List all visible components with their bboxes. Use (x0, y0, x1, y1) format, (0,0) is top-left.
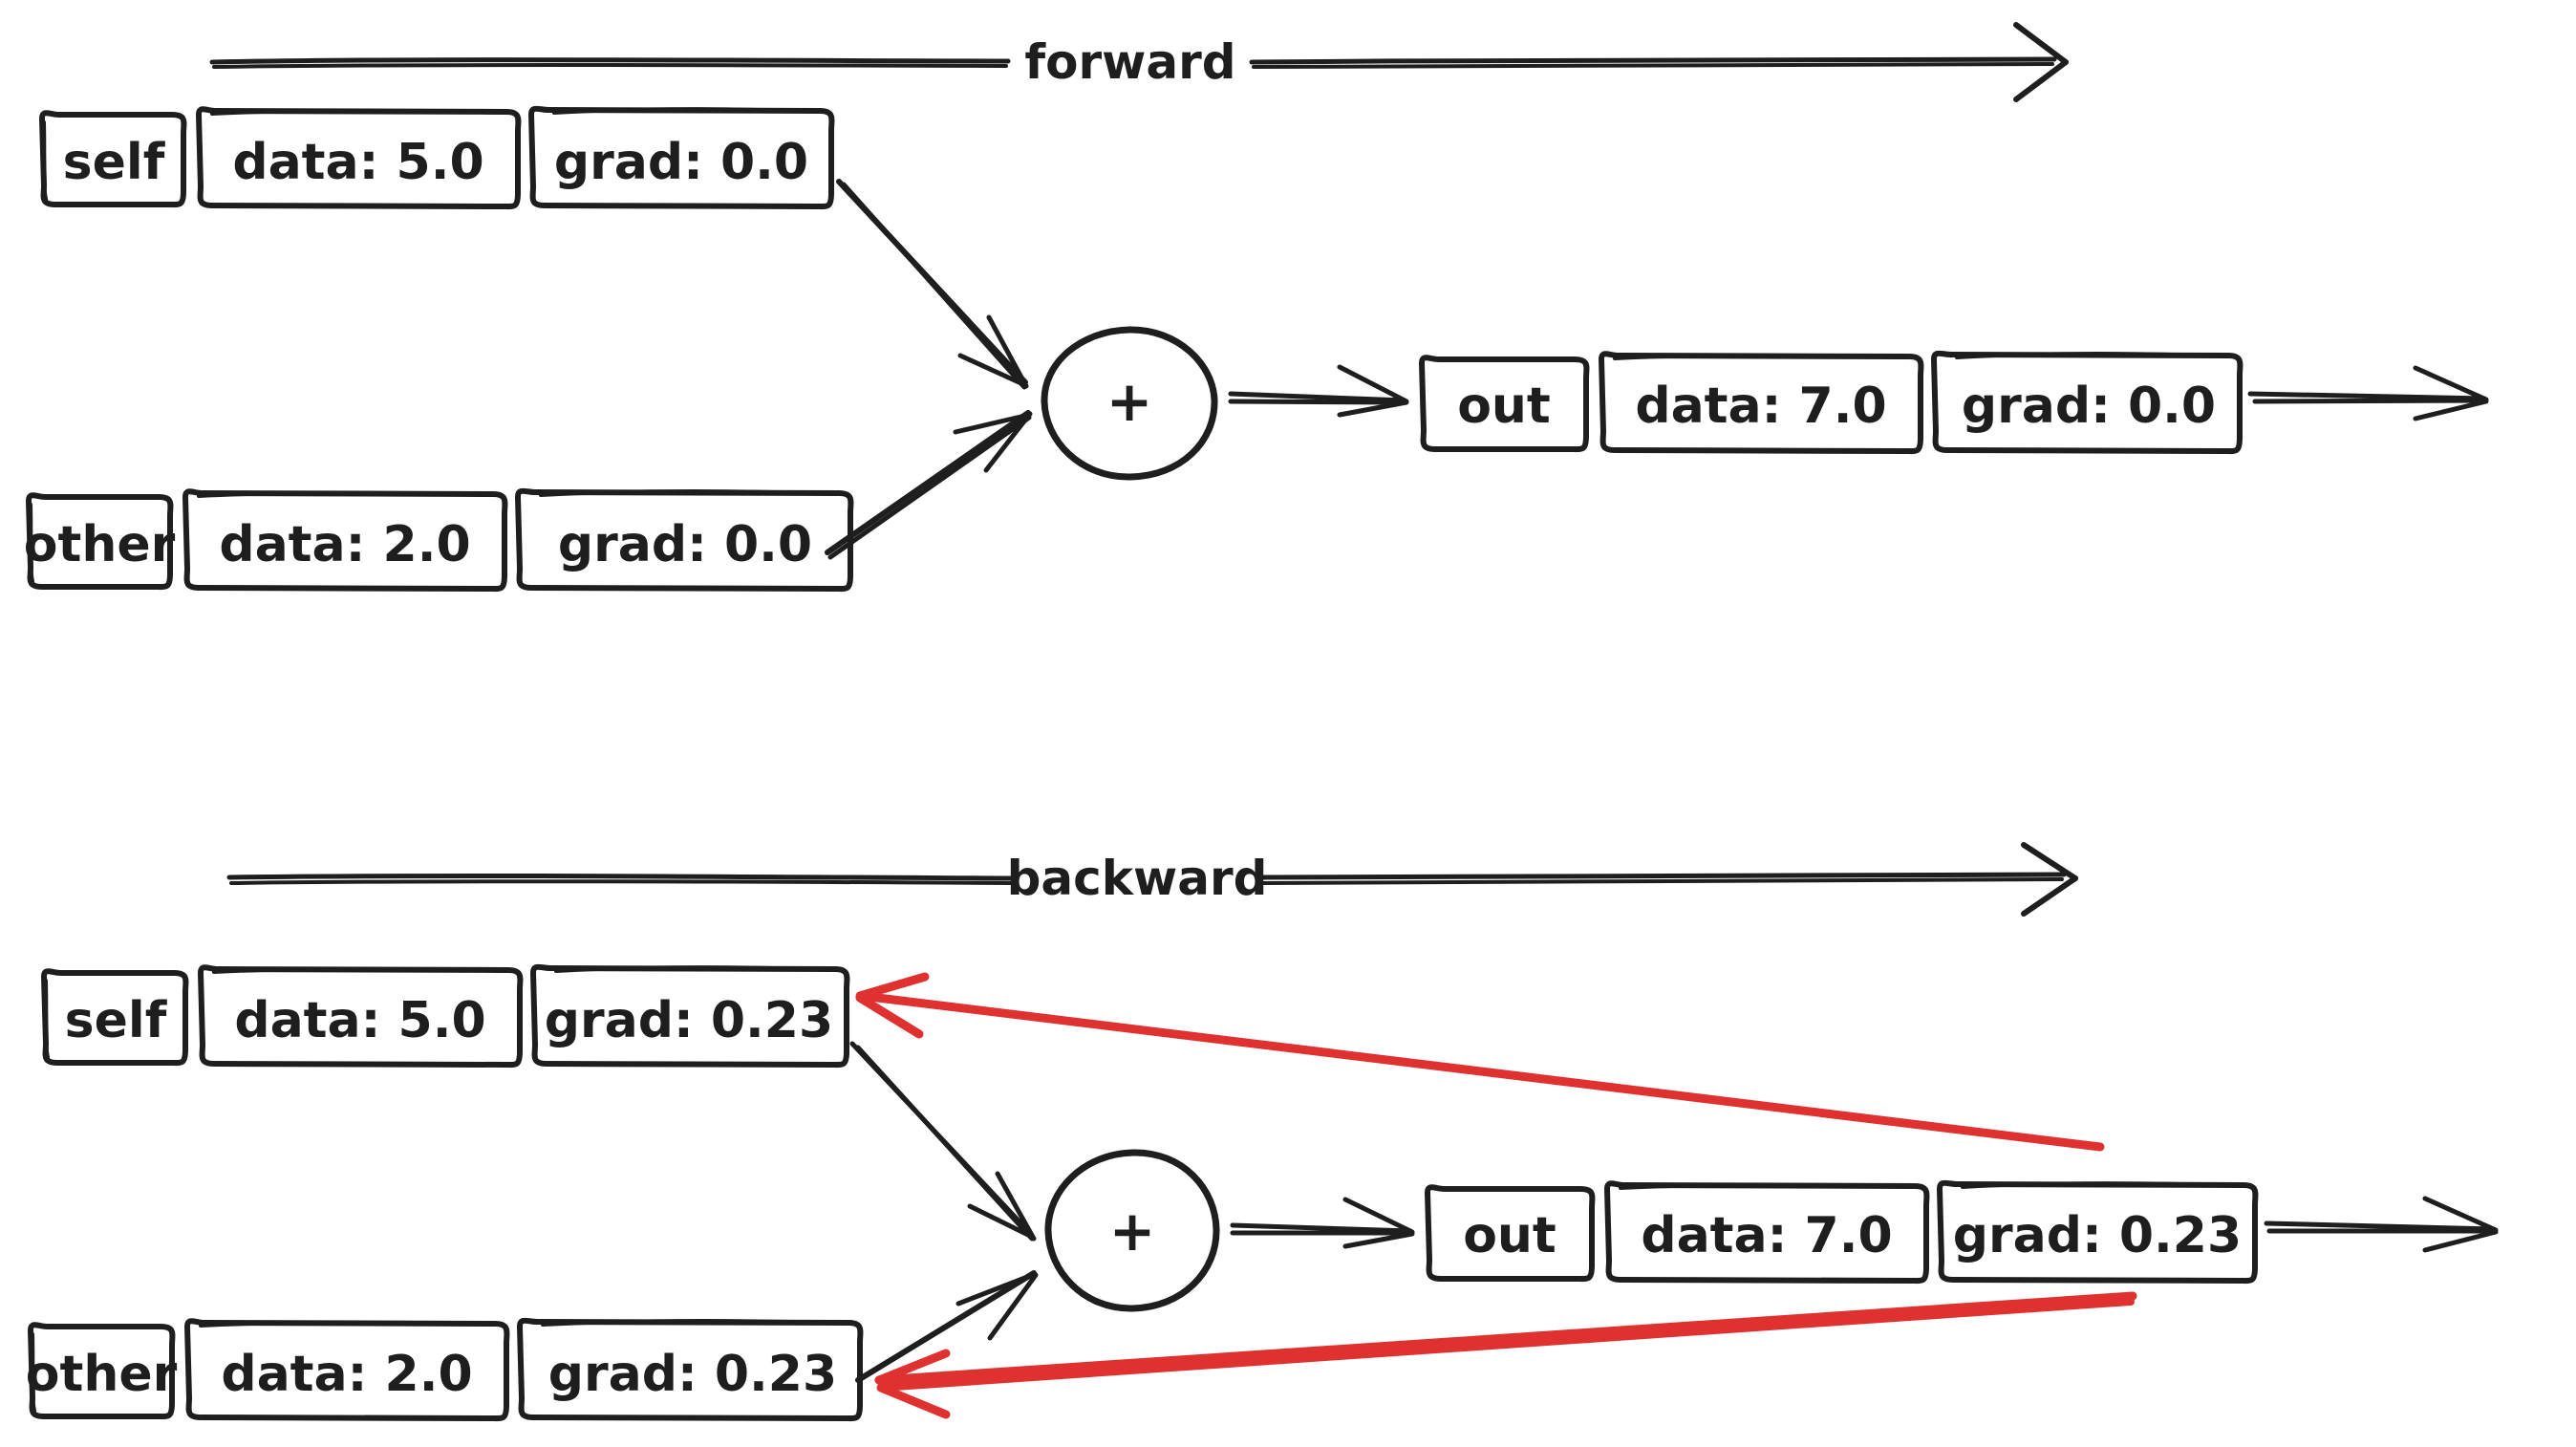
forward-flow-arrow (209, 22, 2069, 102)
backward-other-data: data: 2.0 (221, 1346, 472, 1403)
forward-flow-label: forward (1024, 34, 1235, 90)
backward-out-data: data: 7.0 (1641, 1207, 1892, 1264)
gradient-arrow-out-to-self (855, 972, 2105, 1152)
backward-other-grad: grad: 0.23 (548, 1346, 837, 1403)
backward-other-node: other data: 2.0 grad: 0.23 (26, 1317, 864, 1422)
backward-self-node: self data: 5.0 grad: 0.23 (41, 963, 850, 1069)
forward-other-grad: grad: 0.0 (558, 516, 812, 573)
forward-out-node: out data: 7.0 grad: 0.0 (1419, 350, 2243, 455)
forward-edge-other-to-op (825, 410, 1033, 560)
backward-flow-arrow (226, 842, 2078, 917)
backward-self-grad: grad: 0.23 (545, 992, 833, 1049)
backward-op-node: + (1044, 1149, 1220, 1312)
backward-out-node: out data: 7.0 grad: 0.23 (1425, 1179, 2259, 1285)
backward-out-grad: grad: 0.23 (1953, 1207, 2242, 1264)
backward-edge-op-to-out (1230, 1197, 1415, 1249)
backward-out-trailing-arrow (2264, 1196, 2499, 1253)
forward-self-data: data: 5.0 (232, 134, 483, 191)
forward-out-grad: grad: 0.0 (1962, 378, 2216, 435)
backward-edge-other-to-op (855, 1270, 1039, 1383)
forward-edge-op-to-out (1228, 364, 1409, 418)
backward-self-data: data: 5.0 (234, 992, 485, 1049)
forward-self-node: self data: 5.0 grad: 0.0 (39, 105, 835, 210)
forward-self-name: self (63, 134, 166, 191)
forward-out-data: data: 7.0 (1635, 378, 1886, 435)
backward-self-name: self (65, 992, 168, 1049)
forward-out-trailing-arrow (2247, 365, 2489, 421)
gradient-arrow-out-to-other (874, 1291, 2137, 1419)
forward-self-grad: grad: 0.0 (554, 134, 808, 191)
forward-out-name: out (1457, 378, 1551, 435)
forward-other-data: data: 2.0 (219, 516, 470, 573)
forward-other-node: other data: 2.0 grad: 0.0 (24, 487, 854, 593)
backward-edge-self-to-op (849, 1041, 1037, 1242)
backward-flow-label: backward (1007, 851, 1268, 906)
backward-op-label: + (1109, 1199, 1156, 1263)
forward-edge-self-to-op (836, 179, 1029, 390)
backward-out-name: out (1463, 1207, 1556, 1264)
forward-other-name: other (24, 516, 176, 573)
backward-other-name: other (26, 1346, 178, 1403)
forward-op-node: + (1041, 326, 1218, 481)
forward-op-label: + (1106, 369, 1153, 434)
